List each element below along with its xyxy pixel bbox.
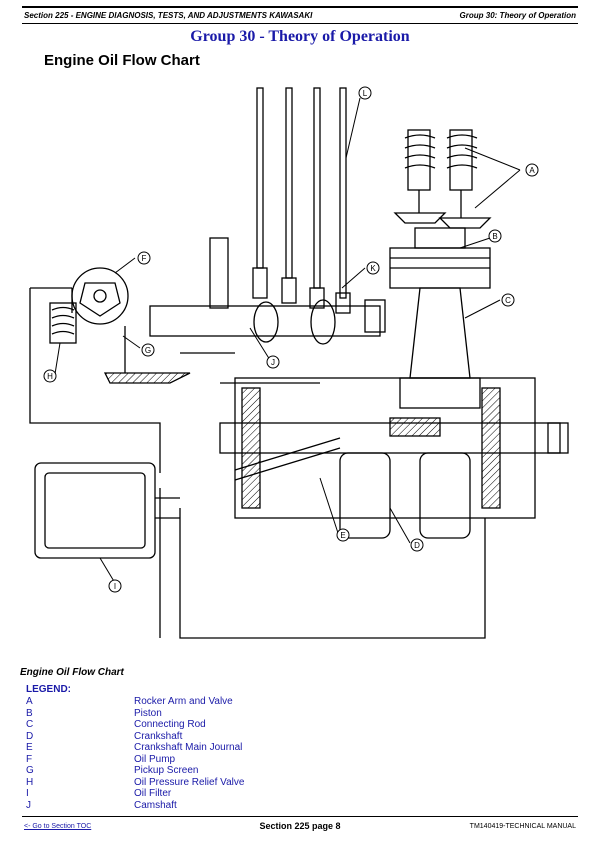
footer-page-number: Section 225 page 8 <box>259 821 341 831</box>
callout-k: K <box>366 261 380 275</box>
svg-text:G: G <box>145 346 151 355</box>
callout-j: J <box>266 355 280 369</box>
svg-text:B: B <box>492 232 497 241</box>
push-rods <box>252 87 351 314</box>
svg-text:I: I <box>114 582 116 591</box>
svg-text:D: D <box>414 541 420 550</box>
toc-link[interactable]: <- Go to Section TOC <box>24 823 92 830</box>
oil-pump-drawing <box>71 267 129 325</box>
relief-valve-drawing <box>49 302 77 344</box>
crankshaft-drawing <box>219 377 569 539</box>
svg-text:A: A <box>529 166 535 175</box>
oil-passages <box>29 287 486 639</box>
oil-filter-drawing <box>34 462 180 559</box>
svg-text:K: K <box>370 264 376 273</box>
callout-e: E <box>336 528 350 542</box>
legend-title: LEGEND: <box>26 684 71 695</box>
piston-drawing <box>389 227 491 289</box>
svg-text:H: H <box>47 372 53 381</box>
svg-text:J: J <box>271 358 275 367</box>
callout-l: L <box>358 86 372 100</box>
callout-h: H <box>43 369 57 383</box>
svg-text:C: C <box>505 296 511 305</box>
group-title: Group 30 - Theory of Operation <box>190 28 410 45</box>
pickup-screen-drawing <box>103 326 191 384</box>
header-group: Group 30: Theory of Operation <box>459 11 576 20</box>
figure-caption: Engine Oil Flow Chart <box>20 667 124 678</box>
page-heading: Engine Oil Flow Chart <box>44 52 200 69</box>
rocker-valves-drawing <box>393 129 492 229</box>
page-footer: <- Go to Section TOC Section 225 page 8 … <box>22 816 578 833</box>
callout-labels: L A B C K F G H J D E I <box>43 86 539 593</box>
connecting-rod-drawing <box>399 287 481 409</box>
page-header: Section 225 - ENGINE DIAGNOSIS, TESTS, A… <box>22 6 578 24</box>
callout-f: F <box>137 251 151 265</box>
header-section: Section 225 - ENGINE DIAGNOSIS, TESTS, A… <box>24 11 313 20</box>
camshaft-drawing <box>149 237 386 345</box>
callout-c: C <box>501 293 515 307</box>
callout-a: A <box>525 163 539 177</box>
leader-lines <box>54 97 521 584</box>
svg-text:E: E <box>340 531 345 540</box>
footer-manual-id: TM140419-TECHNICAL MANUAL <box>469 823 576 830</box>
engine-oil-flow-diagram: L A B C K F G H J D E I <box>29 86 569 639</box>
callout-d: D <box>410 538 424 552</box>
svg-text:L: L <box>363 89 368 98</box>
callout-b: B <box>488 229 502 243</box>
svg-text:F: F <box>142 254 147 263</box>
callout-i: I <box>108 579 122 593</box>
callout-g: G <box>141 343 155 357</box>
